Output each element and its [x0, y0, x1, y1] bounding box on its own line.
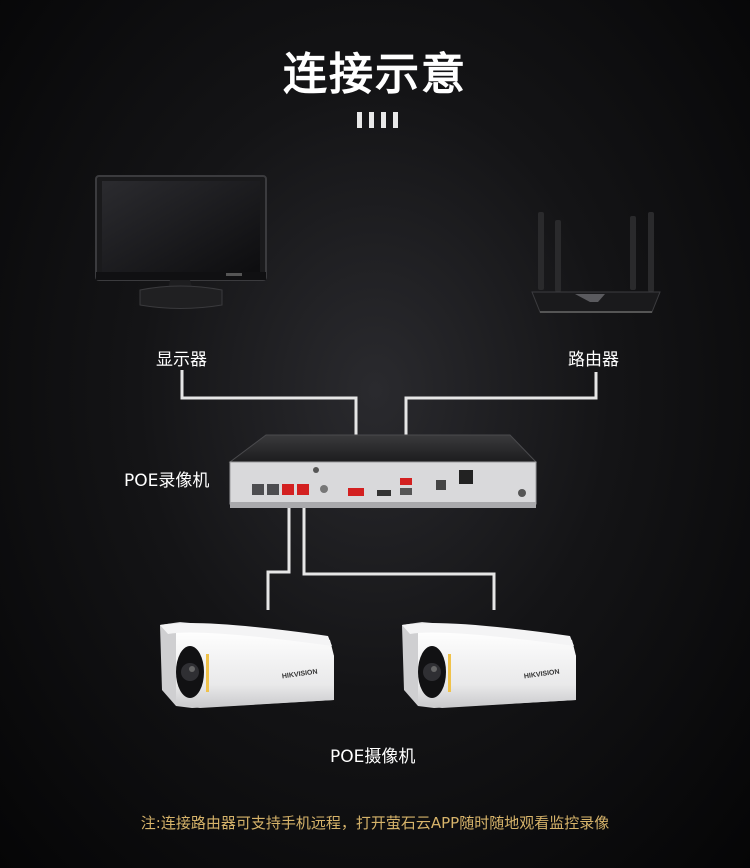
- camera-brand-right: HIKVISION: [524, 669, 560, 681]
- poe-ports: [252, 484, 309, 495]
- router-label: 路由器: [568, 350, 619, 370]
- title-divider: [357, 112, 398, 128]
- monitor-label: 显示器: [156, 350, 207, 370]
- camera-right-cable: [302, 500, 496, 610]
- remote-viewing-note: 注:连接路由器可支持手机远程，打开萤石云APP随时随地观看监控录像: [140, 814, 610, 832]
- lan-port-highlight: [400, 478, 412, 485]
- page-title: 连接示意: [283, 49, 467, 100]
- camera-icon-right: HIKVISION: [402, 622, 576, 708]
- camera-left-cable: [266, 500, 291, 610]
- hdmi-port-highlight: [348, 488, 364, 496]
- monitor-icon: [95, 175, 267, 309]
- camera-label: POE摄像机: [330, 747, 416, 767]
- nvr-label: POE录像机: [124, 471, 210, 491]
- router-icon: [531, 212, 661, 313]
- nvr-device-icon: [228, 434, 538, 508]
- camera-brand-left: HIKVISION: [282, 669, 318, 681]
- camera-icon-left: HIKVISION: [160, 622, 334, 708]
